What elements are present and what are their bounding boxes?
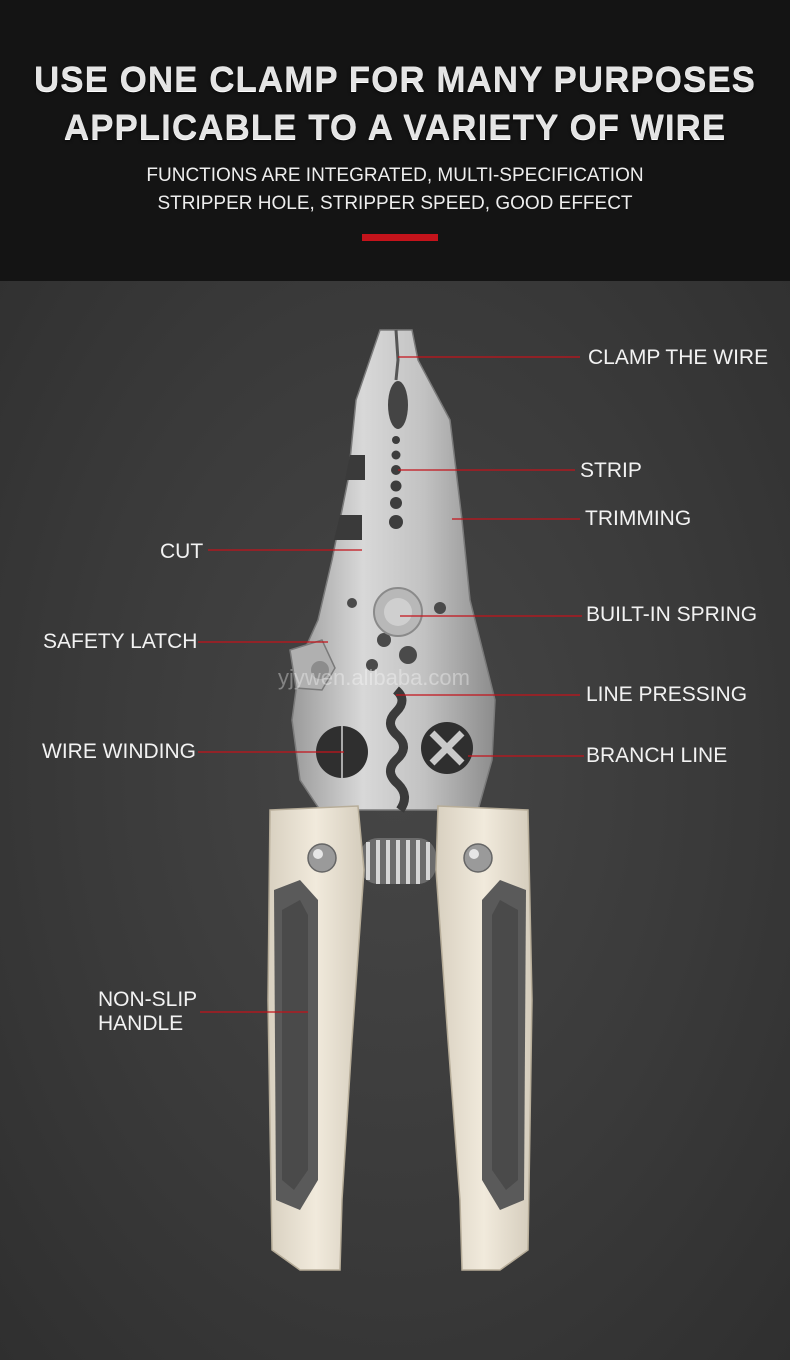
watermark: yjywen.alibaba.com bbox=[278, 665, 470, 690]
callout-branch-line: BRANCH LINE bbox=[586, 744, 728, 767]
header-banner: USE ONE CLAMP FOR MANY PURPOSES APPLICAB… bbox=[0, 0, 790, 281]
right-handle bbox=[435, 805, 533, 1271]
subheadline-line-1: FUNCTIONS ARE INTEGRATED, MULTI-SPECIFIC… bbox=[146, 165, 644, 186]
subheadline-line-2: STRIPPER HOLE, STRIPPER SPEED, GOOD EFFE… bbox=[157, 193, 633, 214]
callout-safety-latch: SAFETY LATCH bbox=[43, 630, 198, 653]
left-handle bbox=[267, 805, 365, 1271]
callout-lines bbox=[198, 356, 584, 1013]
callout-line-pressing: LINE PRESSING bbox=[586, 683, 748, 706]
headline-line-1: USE ONE CLAMP FOR MANY PURPOSES bbox=[33, 60, 757, 99]
callout-built-in-spring: BUILT-IN SPRING bbox=[586, 603, 758, 626]
spring-coil bbox=[360, 838, 436, 884]
callout-cut: CUT bbox=[160, 540, 204, 563]
callout-trimming: TRIMMING bbox=[585, 507, 692, 530]
tool-head bbox=[289, 329, 496, 884]
headline-line-2: APPLICABLE TO A VARIETY OF WIRE bbox=[63, 108, 727, 147]
callout-wire-winding: WIRE WINDING bbox=[42, 740, 196, 763]
callout-strip: STRIP bbox=[580, 459, 642, 482]
callout-non-slip-handle: NON-SLIP HANDLE bbox=[98, 988, 197, 1035]
callout-clamp-the-wire: CLAMP THE WIRE bbox=[588, 346, 769, 369]
accent-bar bbox=[362, 234, 438, 241]
